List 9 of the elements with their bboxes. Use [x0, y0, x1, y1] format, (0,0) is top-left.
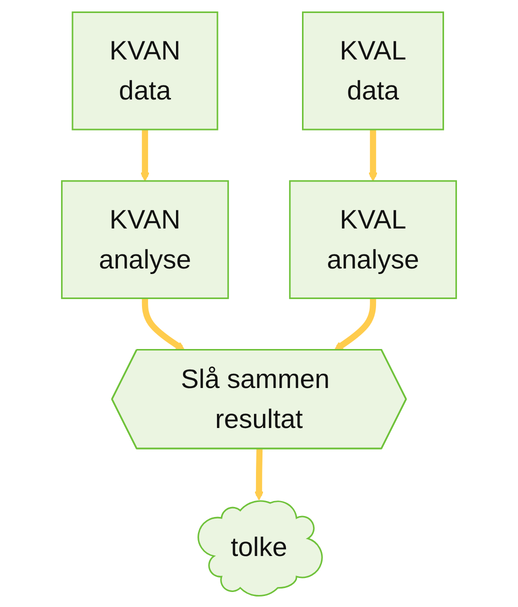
node-box: KVAN analyse	[61, 180, 229, 299]
arrow	[334, 298, 376, 350]
arrow	[142, 298, 185, 350]
arrow	[254, 448, 264, 500]
node-box: KVAL analyse	[289, 180, 457, 299]
arrow	[368, 129, 378, 181]
node-box: KVAL data	[302, 10, 444, 130]
arrow	[140, 129, 150, 181]
node-box: KVAN data	[72, 10, 218, 130]
